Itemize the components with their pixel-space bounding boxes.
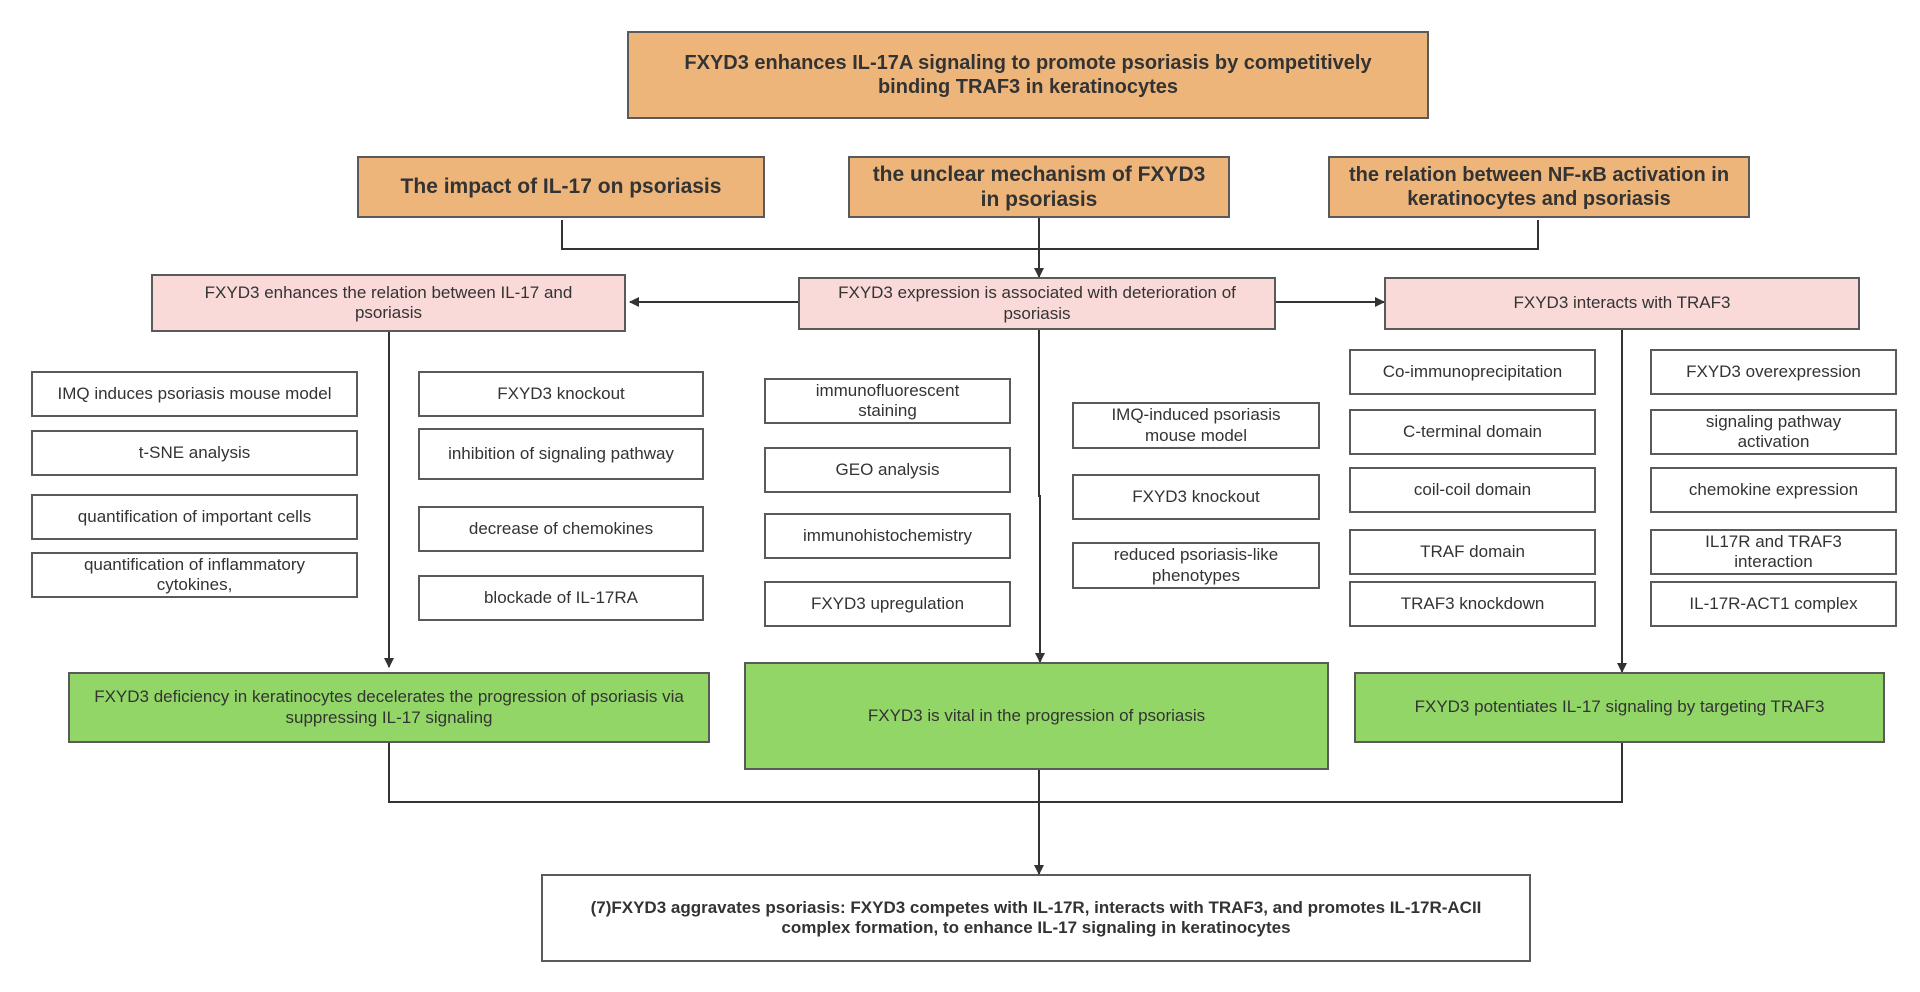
method-text: quantification of inflammatory cytokines… [83,554,306,594]
method-text: reduced psoriasis-like phenotypes [1113,545,1279,585]
method-box: reduced psoriasis-like phenotypes [1072,542,1320,589]
method-text: FXYD3 overexpression [1686,361,1861,381]
method-text: chemokine expression [1688,479,1859,499]
diagram-title-text: FXYD3 enhances IL-17A signaling to promo… [684,52,1372,98]
method-box: GEO analysis [764,447,1011,493]
method-box: TRAF domain [1349,529,1596,575]
method-box: chemokine expression [1650,467,1897,513]
method-text: Co-immunoprecipitation [1382,361,1563,381]
background-il17-impact: The impact of IL-17 on psoriasis [357,156,765,218]
method-text: t-SNE analysis [138,442,251,462]
method-box: FXYD3 knockout [418,371,704,417]
diagram-title: FXYD3 enhances IL-17A signaling to promo… [627,31,1429,119]
method-box: coil-coil domain [1349,467,1596,513]
method-box: immunofluorescent staining [764,378,1011,424]
center-finding: FXYD3 expression is associated with dete… [798,277,1276,330]
center-finding-text: FXYD3 expression is associated with dete… [838,283,1236,323]
method-box: IL17R and TRAF3 interaction [1650,529,1897,575]
conclusion-center-text: FXYD3 is vital in the progression of pso… [867,705,1206,725]
method-text: inhibition of signaling pathway [448,443,674,463]
method-text: C-terminal domain [1403,421,1542,441]
method-text: blockade of IL-17RA [483,587,639,607]
method-box: decrease of chemokines [418,506,704,552]
conclusion-right: FXYD3 potentiates IL-17 signaling by tar… [1354,672,1885,743]
background-fxyd3-mechanism: the unclear mechanism of FXYD3 in psoria… [848,156,1230,218]
method-box: blockade of IL-17RA [418,575,704,621]
left-finding-text: FXYD3 enhances the relation between IL-1… [204,282,573,322]
method-text: immunofluorescent staining [815,380,960,420]
background-merge-line [561,220,1539,250]
method-text: FXYD3 knockout [1132,486,1260,506]
method-text: GEO analysis [835,459,940,479]
conclusion-left-text: FXYD3 deficiency in keratinocytes decele… [94,687,684,727]
method-box: FXYD3 upregulation [764,581,1011,627]
method-text: IMQ induces psoriasis mouse model [57,383,332,403]
final-conclusion-text: (7)FXYD3 aggravates psoriasis: FXYD3 com… [590,897,1482,937]
method-text: TRAF3 knockdown [1400,593,1545,613]
method-text: FXYD3 upregulation [810,593,965,613]
method-text: quantification of important cells [77,506,312,526]
conclusion-right-text: FXYD3 potentiates IL-17 signaling by tar… [1414,697,1825,717]
conclusion-center: FXYD3 is vital in the progression of pso… [744,662,1329,770]
background-nfkb-relation: the relation between NF-κB activation in… [1328,156,1750,218]
method-box: Co-immunoprecipitation [1349,349,1596,395]
method-box: quantification of important cells [31,494,358,540]
method-box: inhibition of signaling pathway [418,428,704,480]
conclusion-left: FXYD3 deficiency in keratinocytes decele… [68,672,710,743]
method-box: FXYD3 overexpression [1650,349,1897,395]
method-text: decrease of chemokines [468,518,654,538]
method-box: TRAF3 knockdown [1349,581,1596,627]
method-box: FXYD3 knockout [1072,474,1320,520]
right-finding-text: FXYD3 interacts with TRAF3 [1513,293,1731,313]
method-text: IL17R and TRAF3 interaction [1705,531,1842,571]
method-box: signaling pathway activation [1650,409,1897,455]
background-il17-impact-text: The impact of IL-17 on psoriasis [400,175,722,199]
method-text: signaling pathway activation [1705,411,1842,451]
method-box: IL-17R-ACT1 complex [1650,581,1897,627]
method-box: immunohistochemistry [764,513,1011,559]
conclusion-merge-line [388,743,1623,803]
method-box: quantification of inflammatory cytokines… [31,552,358,598]
method-box: IMQ induces psoriasis mouse model [31,371,358,417]
method-text: immunohistochemistry [802,525,973,545]
method-box: C-terminal domain [1349,409,1596,455]
left-finding: FXYD3 enhances the relation between IL-1… [151,274,626,332]
method-text: IMQ-induced psoriasis mouse model [1111,405,1281,445]
method-box: IMQ-induced psoriasis mouse model [1072,402,1320,449]
method-text: TRAF domain [1420,541,1525,561]
method-text: FXYD3 knockout [497,383,625,403]
arrow-to-center-conclusion [1035,328,1045,663]
background-fxyd3-mechanism-text: the unclear mechanism of FXYD3 in psoria… [872,162,1206,211]
method-text: coil-coil domain [1413,479,1532,499]
final-conclusion: (7)FXYD3 aggravates psoriasis: FXYD3 com… [541,874,1531,962]
right-finding: FXYD3 interacts with TRAF3 [1384,277,1860,330]
method-text: IL-17R-ACT1 complex [1689,593,1858,613]
method-box: t-SNE analysis [31,430,358,476]
background-nfkb-relation-text: the relation between NF-κB activation in… [1348,164,1730,210]
